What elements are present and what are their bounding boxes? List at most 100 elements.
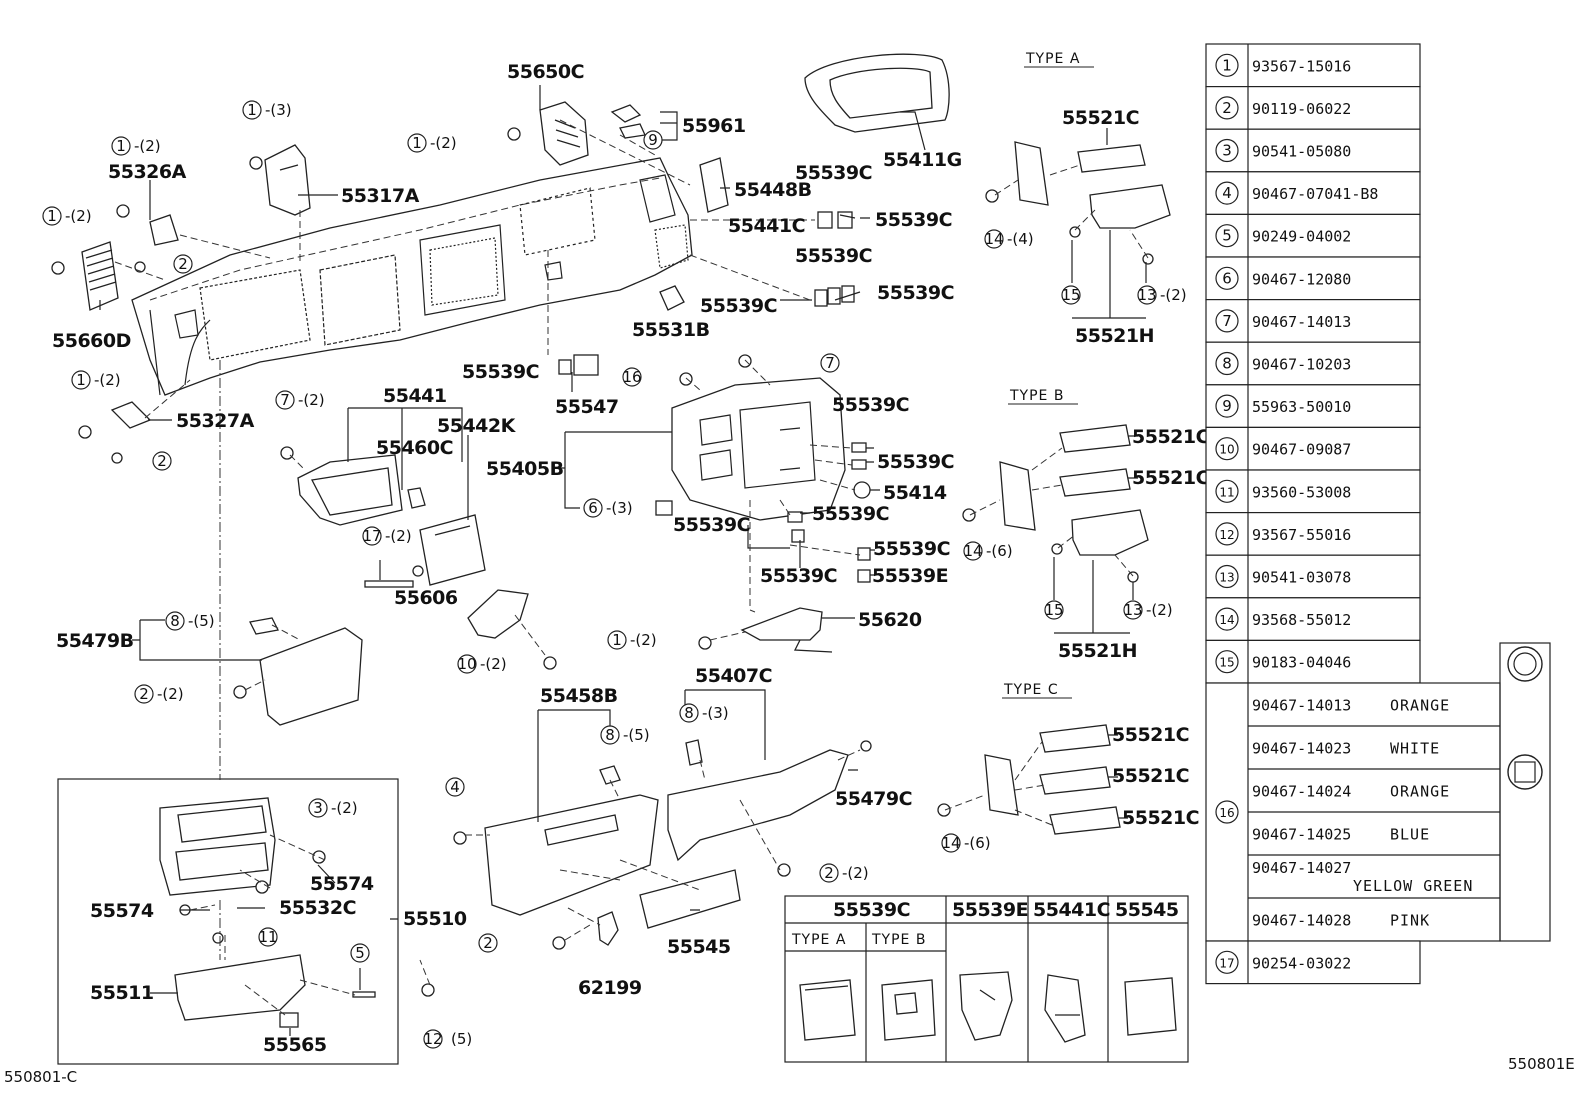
part-label: 55442K bbox=[437, 415, 517, 437]
clip-55539c-drawing bbox=[558, 359, 572, 375]
clip-55565-drawing bbox=[279, 1012, 299, 1028]
ref-callout: 1-(2) bbox=[42, 206, 92, 226]
legend-subheader: TYPE B bbox=[871, 932, 926, 948]
clip-type-b-drawing bbox=[881, 979, 936, 1041]
clip-8-drawing bbox=[249, 617, 279, 635]
type-b-pocket-drawing bbox=[1059, 424, 1131, 453]
svg-text:2: 2 bbox=[483, 934, 493, 952]
part-color: WHITE bbox=[1390, 740, 1440, 758]
ref-circle bbox=[1215, 650, 1239, 674]
svg-text:14: 14 bbox=[963, 542, 982, 560]
svg-text:-(2): -(2) bbox=[842, 864, 869, 882]
svg-text:-(5): -(5) bbox=[623, 726, 650, 744]
svg-text:9: 9 bbox=[648, 131, 658, 149]
ref-callout: 7 bbox=[820, 353, 840, 373]
center-cluster-55405b-drawing bbox=[671, 377, 846, 521]
ref-callout: 1-(2) bbox=[111, 136, 161, 156]
part-number: 90467-14027 bbox=[1252, 859, 1351, 877]
part-label: 55532C bbox=[279, 897, 356, 919]
pin-17-drawing bbox=[364, 580, 414, 588]
part-number: 90467-14028 bbox=[1252, 912, 1351, 930]
ref-number: 7 bbox=[1222, 312, 1232, 330]
part-color: BLUE bbox=[1390, 826, 1430, 844]
ref-circle bbox=[1215, 394, 1239, 418]
ref-callout: 16 bbox=[622, 367, 642, 387]
ref-callout: 9 bbox=[643, 130, 663, 150]
part-label: 55539C bbox=[877, 282, 954, 304]
ref-circle bbox=[1215, 53, 1239, 77]
part-label: 55620 bbox=[858, 609, 922, 631]
ref-number: 12 bbox=[1219, 528, 1234, 542]
svg-text:8: 8 bbox=[170, 612, 180, 630]
part-label: 55539E bbox=[872, 565, 948, 587]
ref-callout: 8-(3) bbox=[679, 703, 729, 723]
clip-55539c-drawing bbox=[787, 511, 803, 523]
knob-55460c-drawing bbox=[407, 487, 426, 509]
part-label: 55521C bbox=[1132, 426, 1209, 448]
part-label: 55565 bbox=[263, 1034, 327, 1056]
knob-55414-drawing bbox=[853, 481, 871, 499]
clip-type-a-drawing bbox=[799, 979, 856, 1041]
ref-number: 10 bbox=[1219, 443, 1234, 457]
instrument-panel-drawing bbox=[131, 157, 693, 396]
part-label: 55458B bbox=[540, 685, 618, 707]
ref-number: 4 bbox=[1222, 184, 1232, 202]
type-a-box-drawing bbox=[1089, 184, 1171, 229]
ref-callout: 15 bbox=[1061, 285, 1081, 305]
part-label: 55521H bbox=[1075, 325, 1154, 347]
part-label: 55521C bbox=[1112, 765, 1189, 787]
part-label: 55539C bbox=[700, 295, 777, 317]
part-number: 90254-03022 bbox=[1252, 954, 1351, 972]
svg-text:-(2): -(2) bbox=[157, 685, 184, 703]
part-number: 90183-04046 bbox=[1252, 654, 1351, 672]
part-label: 55606 bbox=[394, 587, 458, 609]
footer-left-code: 550801-C bbox=[4, 1068, 77, 1086]
ref-callouts: 1-(3) 1-(2) 1-(2) 1-(2) 2 9 1-(2) 2 7-(2… bbox=[42, 100, 1187, 1049]
ref-callout: 7-(2) bbox=[275, 390, 325, 410]
svg-text:-(3): -(3) bbox=[606, 499, 633, 517]
section-titles: TYPE A TYPE B TYPE C bbox=[1002, 51, 1094, 699]
ref-circle bbox=[1215, 224, 1239, 248]
svg-text:-(2): -(2) bbox=[480, 655, 507, 673]
part-color: ORANGE bbox=[1390, 697, 1450, 715]
ref-callout: 2 bbox=[152, 451, 172, 471]
ref-circle bbox=[1215, 522, 1239, 546]
part-label: 55479C bbox=[835, 788, 912, 810]
part-number: 90467-10203 bbox=[1252, 356, 1351, 374]
type-b-pocket-drawing bbox=[1059, 468, 1131, 497]
svg-text:2: 2 bbox=[139, 685, 149, 703]
bracket-55317a-drawing bbox=[264, 144, 311, 216]
part-label: 55411G bbox=[883, 149, 962, 171]
part-label: 55448B bbox=[734, 179, 812, 201]
part-number: 90467-14024 bbox=[1252, 783, 1351, 801]
svg-text:2: 2 bbox=[157, 452, 167, 470]
clip-legend-table: 55539C 55539E 55441C 55545 TYPE A TYPE B bbox=[784, 895, 1189, 1063]
ref-callout: 10-(2) bbox=[457, 654, 507, 674]
svg-text:6: 6 bbox=[588, 499, 598, 517]
part-number: 93568-55012 bbox=[1252, 611, 1351, 629]
ref-callout: 17-(2) bbox=[362, 526, 412, 546]
part-label: 55326A bbox=[108, 161, 187, 183]
register-55660d-drawing bbox=[81, 241, 119, 311]
part-labels: 55650C 55961 55411G 55326A 55317A 55448B… bbox=[52, 61, 1210, 1056]
ref-callout: 3-(2) bbox=[308, 798, 358, 818]
type-c-pocket-drawing bbox=[1039, 724, 1111, 753]
clip-62199-drawing bbox=[597, 911, 619, 946]
ref-circle bbox=[1215, 96, 1239, 120]
type-a-pocket-drawing bbox=[1077, 144, 1146, 173]
svg-text:-(5): -(5) bbox=[188, 612, 215, 630]
ref-circle bbox=[1215, 950, 1239, 974]
clip-55539e-drawing bbox=[857, 569, 871, 583]
svg-text:-(2): -(2) bbox=[331, 799, 358, 817]
panel-55442k-drawing bbox=[419, 514, 486, 586]
part-color: ORANGE bbox=[1390, 783, 1450, 801]
svg-text:8: 8 bbox=[605, 726, 615, 744]
